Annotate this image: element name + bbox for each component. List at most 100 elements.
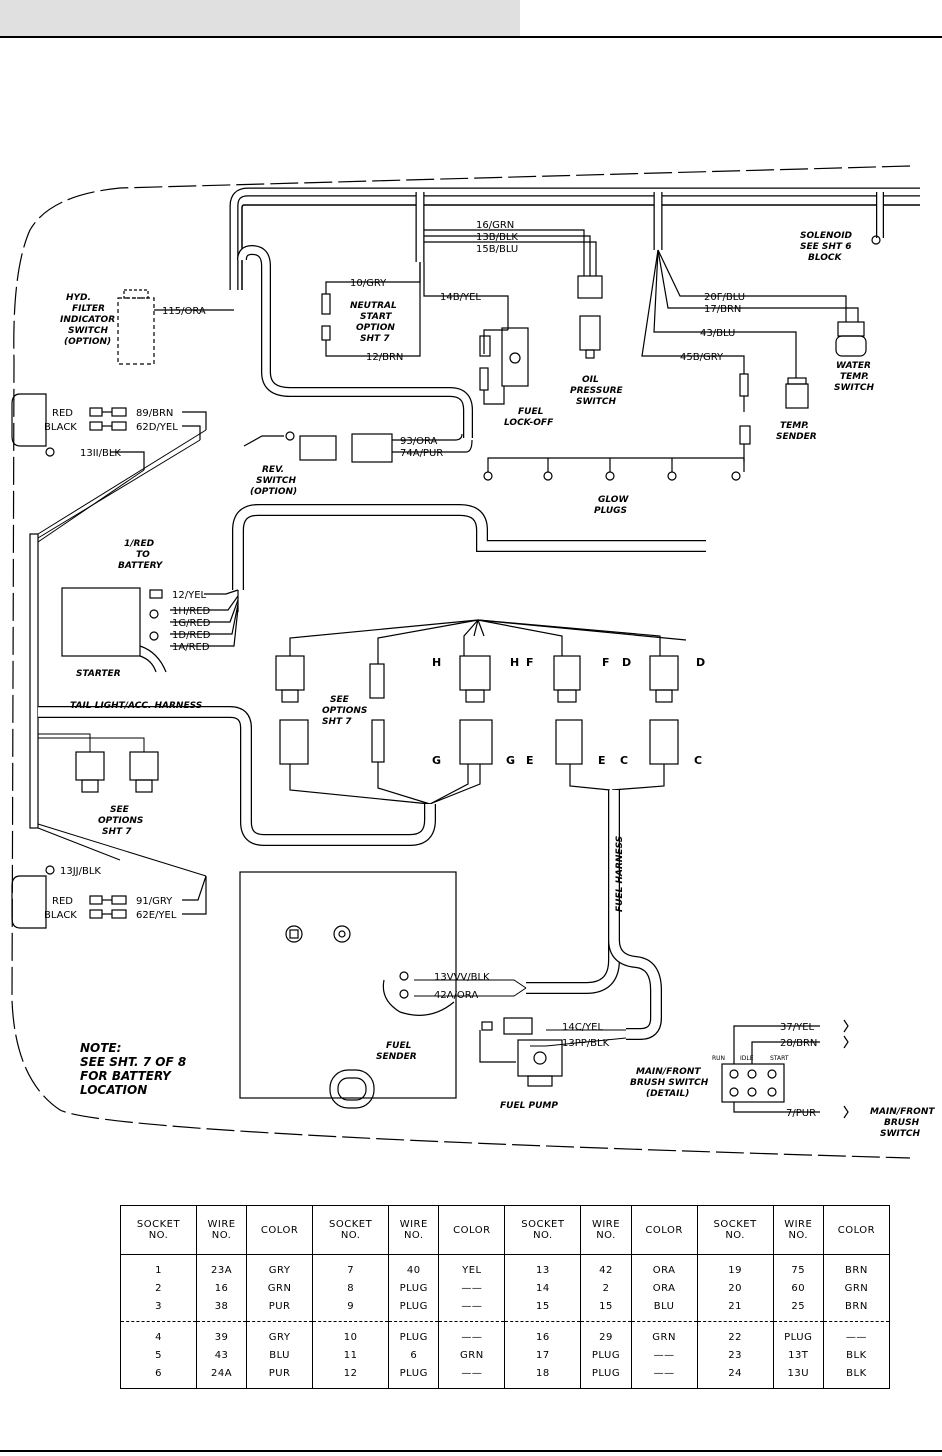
fuel-sender-caption: FUEL SENDER: [376, 1041, 417, 1062]
table-cell: PLUG: [388, 1321, 440, 1346]
svg-text:SEE SHT. 7 OF 8: SEE SHT. 7 OF 8: [80, 1055, 186, 1069]
table-cell: 43: [196, 1346, 248, 1364]
table-cell: ——: [438, 1364, 506, 1389]
frame-outline: [11, 165, 911, 1159]
fuel-pump-caption: FUEL PUMP: [500, 1101, 558, 1111]
wire-93-ora: 93/ORA: [400, 436, 438, 447]
svg-text:SHT 7: SHT 7: [322, 717, 352, 727]
table-cell: 38: [196, 1297, 248, 1322]
table-cell: 7: [312, 1254, 390, 1279]
rev-switch: [243, 431, 473, 463]
wire-91-gry: 91/GRY: [136, 896, 173, 907]
hyd-filter-switch: [117, 289, 234, 365]
fuel-harness: [414, 790, 662, 1047]
solenoid-caption: SOLENOID SEE SHT 6 BLOCK: [800, 231, 853, 263]
svg-text:INDICATOR: INDICATOR: [60, 315, 115, 325]
table-cell: 23A: [196, 1254, 248, 1279]
svg-text:BRUSH: BRUSH: [884, 1118, 920, 1128]
svg-text:NOTE:: NOTE:: [80, 1041, 121, 1055]
col-header: COLOR: [246, 1205, 314, 1255]
table-cell: 40: [388, 1254, 440, 1279]
svg-text:(OPTION): (OPTION): [64, 337, 111, 347]
wire-1g-red: 1G/RED: [172, 618, 211, 629]
hyd-filter-caption: HYD. FILTER INDICATOR SWITCH (OPTION): [60, 293, 115, 347]
wire-62e-yel: 62E/YEL: [136, 910, 177, 921]
svg-text:PRESSURE: PRESSURE: [570, 386, 624, 396]
wire-13jj-blk: 13JJ/BLK: [60, 866, 101, 877]
svg-text:SEE SHT 6: SEE SHT 6: [800, 242, 851, 252]
svg-text:E: E: [526, 754, 534, 767]
header-rule: [0, 36, 942, 38]
svg-text:LOCK-OFF: LOCK-OFF: [504, 418, 554, 428]
wire-20f-blu: 20F/BLU: [704, 292, 745, 303]
table-cell: 2: [119, 1279, 198, 1297]
table-cell: 23: [696, 1346, 774, 1364]
table-cell: PLUG: [580, 1346, 632, 1364]
table-cell: PUR: [246, 1297, 314, 1322]
svg-text:HYD.: HYD.: [66, 293, 91, 303]
table-cell: 20: [696, 1279, 774, 1297]
header-bar: [0, 0, 520, 36]
table-cell: BLK: [822, 1346, 891, 1364]
table-cell: GRN: [246, 1279, 314, 1297]
table-cell: PLUG: [388, 1279, 440, 1297]
wire-62d-yel: 62D/YEL: [136, 422, 178, 433]
table-cell: 6: [119, 1364, 198, 1389]
table-cell: 21: [696, 1297, 774, 1322]
svg-text:SENDER: SENDER: [376, 1052, 417, 1062]
svg-text:SWITCH: SWITCH: [576, 397, 617, 407]
svg-text:SEE: SEE: [330, 695, 350, 705]
svg-text:F: F: [526, 656, 534, 669]
sensor-branch: [641, 249, 867, 462]
oil-pressure-caption: OIL PRESSURE SWITCH: [570, 375, 624, 407]
see-options-caption-1: SEE OPTIONS SHT 7: [322, 695, 367, 727]
fuel-lockoff: [479, 327, 529, 405]
table-cell: 10: [312, 1321, 390, 1346]
table-cell: 3: [119, 1297, 198, 1322]
table-cell: ——: [438, 1279, 506, 1297]
wire-12-yel: 12/YEL: [172, 590, 207, 601]
svg-text:SWITCH: SWITCH: [880, 1129, 921, 1139]
battery-cable: [232, 504, 706, 612]
table-cell: BLU: [630, 1297, 698, 1322]
wire-28-brn: 28/BRN: [780, 1038, 817, 1049]
table-cell: 24A: [196, 1364, 248, 1389]
wire-74a-pur: 74A/PUR: [400, 448, 443, 459]
table-cell: 17: [504, 1346, 582, 1364]
svg-text:SEE: SEE: [110, 805, 130, 815]
glow-plugs-caption: GLOW PLUGS: [594, 495, 629, 516]
svg-text:C: C: [694, 754, 702, 767]
svg-text:PLUGS: PLUGS: [594, 506, 627, 516]
see-options-caption-2: SEE OPTIONS SHT 7: [98, 805, 143, 837]
table-cell: 8: [312, 1279, 390, 1297]
table-cell: 16: [504, 1321, 582, 1346]
brush-switch-detail: [721, 1019, 849, 1119]
wire-1d-red: 1D/RED: [172, 630, 211, 641]
wiring-diagram: 115/ORA HYD. FILTER INDICATOR SWITCH (OP…: [11, 165, 935, 1159]
table-cell: 22: [696, 1321, 774, 1346]
table-cell: 25: [772, 1297, 824, 1322]
temp-sender-caption: TEMP. SENDER: [776, 421, 817, 442]
svg-text:OPTIONS: OPTIONS: [98, 816, 143, 826]
fuel-lockoff-caption: FUEL LOCK-OFF: [504, 407, 554, 428]
table-cell: ——: [438, 1297, 506, 1322]
svg-text:FOR BATTERY: FOR BATTERY: [80, 1069, 172, 1083]
main-harness: [229, 187, 920, 438]
neutral-start-switch: [321, 262, 509, 357]
svg-text:MAIN/FRONT: MAIN/FRONT: [636, 1067, 701, 1077]
svg-text:E: E: [598, 754, 606, 767]
table-cell: BLU: [246, 1346, 314, 1364]
svg-text:LOCATION: LOCATION: [80, 1083, 147, 1097]
red-label-2: RED: [52, 896, 73, 907]
svg-text:H: H: [510, 656, 519, 669]
wire-16-grn: 16/GRN: [476, 220, 514, 231]
table-cell: 15: [580, 1297, 632, 1322]
